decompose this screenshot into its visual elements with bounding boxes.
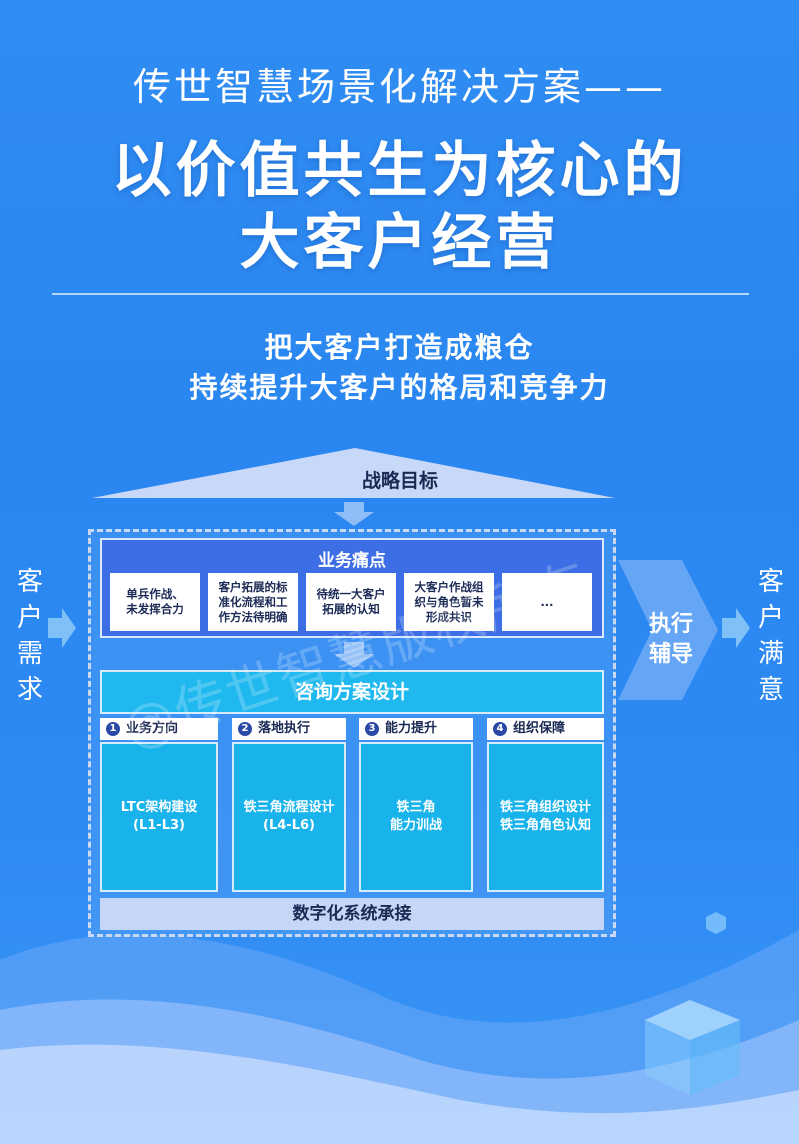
- side-char: 客: [16, 567, 43, 597]
- column-body-line: LTC架构建设: [120, 800, 198, 815]
- execution-coaching-label: 执行 辅导: [636, 610, 706, 670]
- strategy-roof: [92, 448, 615, 498]
- pain-card-line: 单兵作战、: [126, 587, 184, 601]
- pain-card: 单兵作战、未发挥合力: [110, 573, 200, 631]
- column-body-line: 铁三角角色认知: [499, 818, 591, 833]
- side-char: 求: [16, 675, 43, 705]
- column-body-line: 能力训战: [389, 818, 442, 833]
- pain-card: 待统一大客户拓展的认知: [306, 573, 396, 631]
- step-number-badge: 2: [238, 722, 252, 736]
- down-arrow-icon: [334, 502, 374, 526]
- pain-points-title: 业务痛点: [318, 551, 386, 571]
- pain-card-line: 准化流程和工: [218, 594, 288, 609]
- column-header-label: 能力提升: [385, 721, 438, 736]
- column-body-2: 铁三角流程设计 (L4-L6): [232, 742, 346, 892]
- right-arrow-icon: [48, 608, 76, 648]
- pain-card-line: 拓展的认知: [322, 602, 380, 616]
- pain-card-line: 织与角色暂未: [414, 594, 484, 609]
- side-char: 客: [757, 567, 784, 597]
- slogan-line2: 持续提升大客户的格局和竞争力: [189, 371, 610, 404]
- pain-card-line: 客户拓展的标: [218, 579, 288, 594]
- step-number-badge: 1: [106, 722, 120, 736]
- pain-card-line: 未发挥合力: [126, 602, 184, 616]
- strategy-goal-label: 战略目标: [361, 470, 438, 492]
- pain-card: ...: [502, 573, 592, 631]
- column-body-line: (L4-L6): [263, 818, 315, 833]
- pain-points-panel: 业务痛点 单兵作战、未发挥合力 客户拓展的标准化流程和工作方法待明确 待统一大客…: [100, 538, 604, 638]
- execution-chevron: [618, 560, 718, 700]
- column-header-label: 落地执行: [258, 721, 311, 736]
- solution-subtitle: 传世智慧场景化解决方案——: [132, 65, 666, 109]
- side-char: 意: [757, 675, 784, 705]
- column-body-line: 铁三角: [396, 800, 436, 815]
- column-header-1: 1 业务方向: [100, 718, 218, 740]
- column-header-2: 2 落地执行: [232, 718, 346, 740]
- column-body-line: 铁三角流程设计: [243, 800, 335, 815]
- side-char: 户: [757, 603, 784, 633]
- side-char: 需: [16, 639, 43, 669]
- digital-system-bar: 数字化系统承接: [100, 898, 604, 930]
- down-arrow-icon: [334, 642, 374, 668]
- main-title-line2: 大客户经营: [239, 208, 560, 278]
- step-number-badge: 3: [365, 722, 379, 736]
- column-header-label: 组织保障: [513, 721, 566, 736]
- column-header-label: 业务方向: [126, 721, 179, 736]
- pain-card: 大客户作战组织与角色暂未形成共识: [404, 573, 494, 631]
- side-char: 户: [16, 603, 43, 633]
- small-cube-icon: [706, 912, 726, 934]
- pain-card-line: 大客户作战组: [414, 579, 484, 594]
- pain-card: 客户拓展的标准化流程和工作方法待明确: [208, 573, 298, 631]
- exec-label-line: 辅导: [648, 642, 693, 667]
- pain-card-line: ...: [540, 594, 554, 609]
- slogan-line1: 把大客户打造成粮仓: [264, 331, 535, 364]
- consulting-design-bar: 咨询方案设计: [100, 670, 604, 714]
- main-title-line1: 以价值共生为核心的: [111, 136, 688, 206]
- pain-card-line: 作方法待明确: [218, 609, 288, 624]
- customer-satisfaction-label: 客 户 满 意: [755, 564, 787, 708]
- column-body-1: LTC架构建设 (L1-L3): [100, 742, 218, 892]
- right-arrow-icon: [722, 608, 750, 648]
- column-header-4: 4 组织保障: [487, 718, 604, 740]
- cube-icon: [645, 1000, 740, 1095]
- column-header-3: 3 能力提升: [359, 718, 473, 740]
- side-char: 满: [757, 639, 784, 669]
- pain-card-line: 形成共识: [426, 609, 472, 624]
- column-body-line: 铁三角组织设计: [499, 800, 591, 815]
- column-body-line: (L1-L3): [133, 818, 185, 833]
- exec-label-line: 执行: [648, 612, 693, 637]
- customer-demand-label: 客 户 需 求: [14, 564, 46, 708]
- bottom-wave-decoration: [0, 912, 799, 1144]
- pain-card-line: 待统一大客户: [316, 587, 386, 601]
- step-number-badge: 4: [493, 722, 507, 736]
- column-body-3: 铁三角 能力训战: [359, 742, 473, 892]
- column-body-4: 铁三角组织设计 铁三角角色认知: [487, 742, 604, 892]
- divider: [52, 293, 749, 295]
